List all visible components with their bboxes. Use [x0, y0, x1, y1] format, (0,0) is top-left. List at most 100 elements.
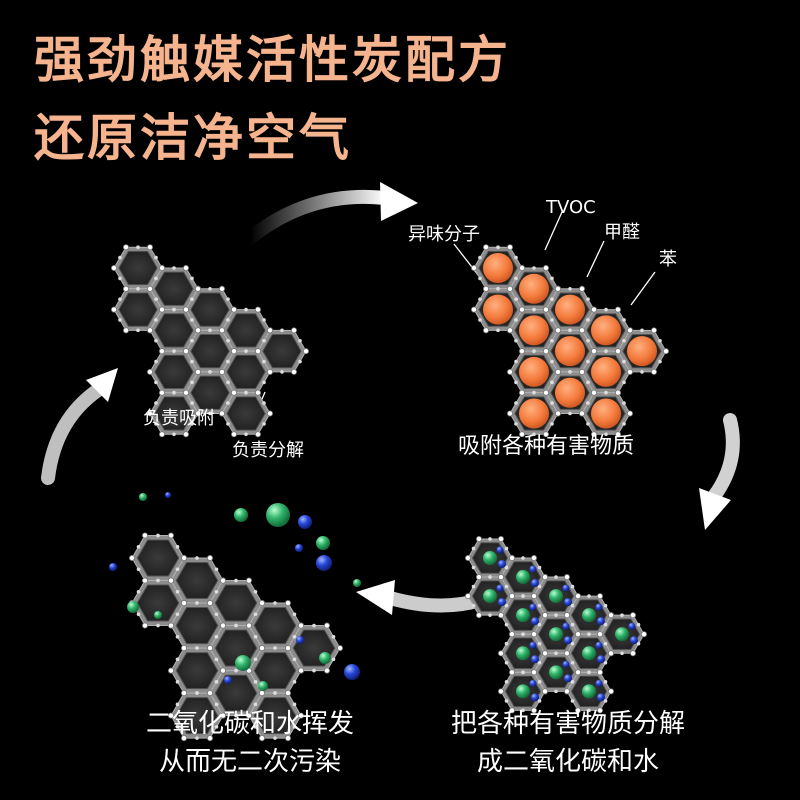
co2-ball	[516, 608, 530, 623]
co2-ball	[127, 601, 139, 613]
water-ball	[295, 544, 303, 552]
label-decompose: 负责分解	[232, 440, 304, 461]
co2-ball	[139, 493, 147, 501]
water-ball	[597, 617, 605, 626]
water-ball	[595, 603, 603, 611]
water-ball	[595, 641, 603, 649]
water-ball	[529, 641, 537, 649]
carbon-top-left-hex	[146, 389, 201, 438]
caption-volatilize-line-2: 从而无二次污染	[158, 747, 341, 777]
pollutant-ball	[591, 398, 621, 429]
water-ball	[564, 674, 572, 683]
pollutant-ball	[591, 315, 621, 346]
water-ball	[296, 636, 304, 644]
carbon-top-left-hex	[218, 348, 273, 396]
water-ball	[630, 636, 638, 645]
water-ball	[564, 636, 572, 645]
water-ball	[564, 598, 572, 607]
carbon-top-left-hex	[111, 285, 165, 334]
pollutant-ball	[555, 377, 585, 408]
water-ball	[531, 693, 539, 702]
water-ball	[531, 579, 539, 588]
label-odor-molecules: 异味分子	[408, 224, 480, 245]
carbon-bottom-left-hex	[245, 690, 304, 742]
co2-ball	[483, 551, 497, 565]
co2-ball	[582, 608, 596, 623]
caption-decompose-line-1: 把各种有害物质分解	[450, 709, 685, 739]
pollutant-ball	[519, 356, 549, 387]
water-ball	[531, 655, 539, 664]
co2-ball	[549, 665, 563, 680]
co2-ball	[266, 503, 290, 527]
co2-ball	[516, 570, 530, 585]
water-ball	[316, 555, 332, 571]
label-benzene: 苯	[659, 249, 677, 270]
caption-decompose-line-2: 成二氧化碳和水	[476, 747, 659, 777]
cycle-arrow-right	[699, 413, 740, 530]
cycle-arrow-top	[243, 182, 418, 245]
co2-ball	[353, 579, 361, 587]
co2-ball	[582, 646, 596, 661]
headline-line-2: 还原洁净空气	[34, 109, 352, 167]
water-ball	[498, 598, 506, 607]
water-ball	[109, 563, 117, 571]
co2-ball	[483, 589, 497, 604]
label-adsorb: 负责吸附	[143, 408, 215, 429]
co2-ball	[549, 589, 563, 604]
water-ball	[344, 664, 360, 680]
water-ball	[562, 622, 570, 630]
pollutant-ball	[483, 294, 513, 325]
label-formaldehyde: 甲醛	[604, 222, 640, 243]
carbon-bottom-left-hex	[128, 532, 187, 584]
carbon-bottom-left-hex	[167, 600, 226, 652]
carbon-bottom-left-hex	[167, 645, 226, 697]
co2-ball	[316, 536, 330, 550]
co2-ball	[234, 508, 248, 522]
water-ball	[562, 660, 570, 668]
water-ball	[531, 617, 539, 626]
water-ball	[496, 546, 504, 554]
co2-ball	[319, 652, 331, 664]
water-ball	[298, 515, 312, 529]
cycle-arrow-bottom	[356, 580, 487, 615]
pollutant-ball	[555, 336, 585, 367]
carbon-bottom-left-hex	[167, 690, 226, 742]
pollutant-ball	[591, 356, 621, 387]
co2-ball	[549, 627, 563, 642]
co2-ball	[516, 646, 530, 661]
pollutant-ball	[555, 294, 585, 325]
water-ball	[496, 584, 504, 592]
label-tvoc: TVOC	[546, 197, 596, 218]
water-ball	[165, 492, 171, 498]
carbon-top-left-hex	[254, 327, 309, 375]
water-ball	[628, 622, 636, 630]
pollutant-ball	[519, 273, 549, 304]
co2-ball	[154, 611, 162, 619]
caption-volatilize-line-1: 二氧化碳和水挥发	[145, 709, 354, 739]
co2-ball	[235, 655, 251, 671]
headline-line-1: 强劲触媒活性炭配方	[34, 31, 511, 89]
caption-adsorb-harmful: 吸附各种有害物质	[458, 434, 635, 459]
water-ball	[562, 584, 570, 592]
water-ball	[224, 676, 232, 684]
water-ball	[595, 679, 603, 687]
water-ball	[498, 560, 506, 568]
water-ball	[597, 655, 605, 664]
water-ball	[529, 603, 537, 611]
water-ball	[597, 693, 605, 702]
carbon-top-left-hex	[182, 285, 237, 334]
co2-ball	[582, 684, 596, 699]
co2-ball	[615, 627, 629, 642]
water-ball	[529, 679, 537, 687]
carbon-bottom-left-hex	[206, 577, 265, 629]
pollutant-ball	[627, 336, 657, 367]
pollutant-ball	[483, 253, 513, 283]
carbon-top-left-hex	[218, 389, 273, 438]
co2-ball	[258, 681, 268, 691]
cycle-arrow-left	[41, 368, 118, 485]
pollutant-ball	[519, 315, 549, 346]
water-ball	[529, 565, 537, 573]
pollutant-ball	[519, 398, 549, 429]
